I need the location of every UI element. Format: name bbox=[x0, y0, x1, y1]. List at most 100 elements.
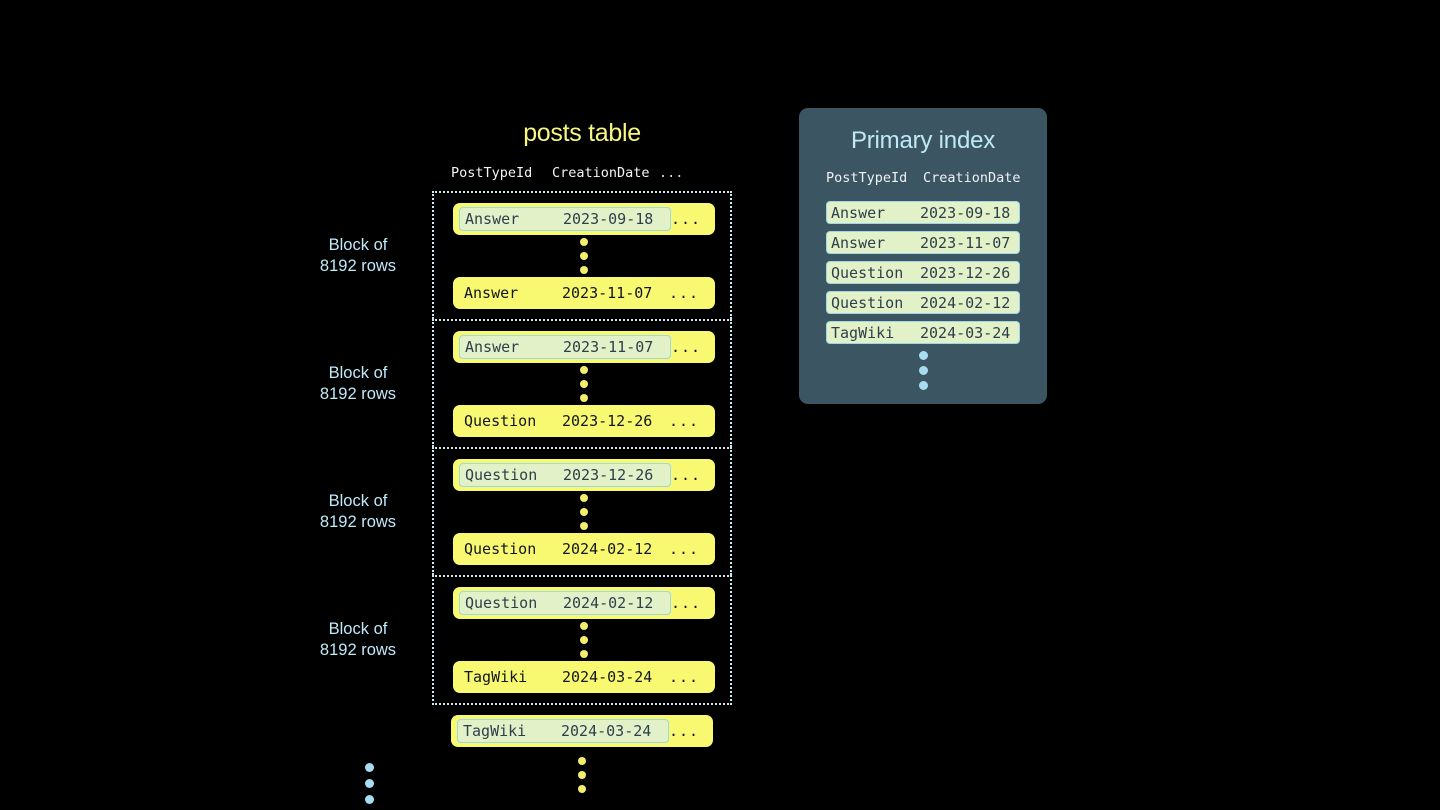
trailing-area: TagWiki 2024-03-24 ... bbox=[365, 715, 732, 804]
ellipsis-dot-icon bbox=[578, 757, 586, 765]
cell-post-type-id: Question bbox=[465, 594, 538, 612]
block-3-label: Block of 8192 rows bbox=[319, 492, 397, 531]
block-3: Block of 8192 rows Question 2023-12-26 .… bbox=[320, 447, 732, 575]
cell-creation-date: 2024-03-24 bbox=[561, 722, 652, 740]
table-row: Answer 2023-09-18 ... bbox=[453, 203, 715, 235]
cell-post-type-id: TagWiki bbox=[464, 668, 528, 686]
cell-post-type-id: Answer bbox=[464, 284, 519, 302]
table-row: Question 2023-12-26 ... bbox=[453, 405, 715, 437]
column-header-creation-date: CreationDate bbox=[552, 165, 650, 181]
cell-more: ... bbox=[669, 540, 700, 558]
ellipsis-dot-icon bbox=[580, 238, 588, 246]
cell-creation-date: 2023-09-18 bbox=[920, 203, 1011, 222]
cell-more: ... bbox=[669, 284, 700, 302]
table-row: Question 2024-02-12 ... bbox=[453, 533, 715, 565]
table-row: Answer 2023-11-07 ... bbox=[453, 277, 715, 309]
row-ellipsis bbox=[451, 747, 713, 803]
ellipsis-dot-icon bbox=[580, 366, 588, 374]
cell-creation-date: 2024-03-24 bbox=[562, 668, 653, 686]
index-continues-ellipsis bbox=[799, 351, 1047, 390]
cell-more: ... bbox=[669, 412, 700, 430]
cell-creation-date: 2023-09-18 bbox=[563, 210, 654, 228]
table-row: Question 2023-12-26 ... bbox=[453, 459, 715, 491]
row-ellipsis bbox=[453, 235, 715, 277]
column-header-post-type-id: PostTypeId bbox=[451, 165, 533, 181]
index-column-header-creation-date: CreationDate bbox=[923, 170, 1021, 186]
cell-more: ... bbox=[671, 210, 702, 228]
ellipsis-dot-icon bbox=[365, 763, 374, 772]
primary-index-title: Primary index bbox=[850, 127, 996, 154]
index-row: Question 2024-02-12 bbox=[826, 291, 1020, 314]
cell-post-type-id: TagWiki bbox=[831, 323, 895, 342]
ellipsis-dot-icon bbox=[580, 636, 588, 644]
ellipsis-dot-icon bbox=[918, 381, 928, 390]
cell-more: ... bbox=[669, 668, 700, 686]
cell-creation-date: 2024-02-12 bbox=[563, 594, 654, 612]
ellipsis-dot-icon bbox=[580, 252, 588, 260]
ellipsis-dot-icon bbox=[918, 351, 928, 360]
ellipsis-dot-icon bbox=[918, 366, 928, 375]
cell-post-type-id: Question bbox=[831, 263, 904, 282]
row-ellipsis bbox=[453, 619, 715, 661]
cell-post-type-id: TagWiki bbox=[463, 722, 527, 740]
cell-creation-date: 2024-02-12 bbox=[920, 293, 1011, 312]
cell-creation-date: 2023-12-26 bbox=[920, 263, 1011, 282]
cell-creation-date: 2023-12-26 bbox=[563, 466, 654, 484]
block-4: Block of 8192 rows Question 2024-02-12 .… bbox=[320, 575, 732, 705]
cell-post-type-id: Answer bbox=[831, 233, 886, 252]
cell-post-type-id: Question bbox=[464, 412, 537, 430]
table-row: Answer 2023-11-07 ... bbox=[453, 331, 715, 363]
cell-post-type-id: Question bbox=[831, 293, 904, 312]
table-row: TagWiki 2024-03-24 ... bbox=[451, 715, 713, 747]
ellipsis-dot-icon bbox=[365, 795, 374, 804]
ellipsis-dot-icon bbox=[580, 380, 588, 388]
ellipsis-dot-icon bbox=[580, 650, 588, 658]
block-4-label: Block of 8192 rows bbox=[319, 620, 397, 659]
blocks-stack: Block of 8192 rows Answer 2023-09-18 ...… bbox=[320, 191, 732, 705]
posts-table-group: posts table PostTypeId CreationDate ... … bbox=[320, 118, 732, 804]
block-2: Block of 8192 rows Answer 2023-11-07 ...… bbox=[320, 319, 732, 447]
cell-post-type-id: Answer bbox=[465, 210, 520, 228]
cell-more: ... bbox=[671, 338, 702, 356]
table-row: Question 2024-02-12 ... bbox=[453, 587, 715, 619]
ellipsis-dot-icon bbox=[580, 622, 588, 630]
index-column-header-post-type-id: PostTypeId bbox=[826, 170, 908, 186]
index-row: TagWiki 2024-03-24 bbox=[826, 321, 1020, 344]
table-row: TagWiki 2024-03-24 ... bbox=[453, 661, 715, 693]
block-1: Block of 8192 rows Answer 2023-09-18 ...… bbox=[320, 191, 732, 319]
cell-more: ... bbox=[671, 594, 702, 612]
cell-post-type-id: Question bbox=[465, 466, 538, 484]
cell-creation-date: 2023-11-07 bbox=[920, 233, 1011, 252]
posts-table-title: posts table bbox=[523, 119, 641, 147]
ellipsis-dot-icon bbox=[578, 771, 586, 779]
ellipsis-dot-icon bbox=[580, 494, 588, 502]
ellipsis-dot-icon bbox=[365, 779, 374, 788]
block-1-label: Block of 8192 rows bbox=[319, 236, 397, 275]
column-header-more: ... bbox=[659, 165, 684, 181]
cell-post-type-id: Answer bbox=[831, 203, 886, 222]
cell-more: ... bbox=[669, 722, 700, 740]
ellipsis-dot-icon bbox=[580, 266, 588, 274]
ellipsis-dot-icon bbox=[580, 508, 588, 516]
primary-index-panel: Primary index PostTypeId CreationDate An… bbox=[799, 108, 1047, 404]
cell-more: ... bbox=[671, 466, 702, 484]
block-2-label: Block of 8192 rows bbox=[319, 364, 397, 403]
cell-creation-date: 2023-12-26 bbox=[562, 412, 653, 430]
ellipsis-dot-icon bbox=[580, 522, 588, 530]
cell-creation-date: 2023-11-07 bbox=[562, 284, 653, 302]
cell-post-type-id: Answer bbox=[465, 338, 520, 356]
index-row: Answer 2023-09-18 bbox=[826, 201, 1020, 224]
posts-table-column-headers: PostTypeId CreationDate ... bbox=[432, 165, 732, 185]
ellipsis-dot-icon bbox=[580, 394, 588, 402]
table-continues-ellipsis bbox=[365, 763, 374, 804]
cell-creation-date: 2024-02-12 bbox=[562, 540, 653, 558]
cell-post-type-id: Question bbox=[464, 540, 537, 558]
index-row: Question 2023-12-26 bbox=[826, 261, 1020, 284]
cell-creation-date: 2024-03-24 bbox=[920, 323, 1011, 342]
cell-creation-date: 2023-11-07 bbox=[563, 338, 654, 356]
index-row: Answer 2023-11-07 bbox=[826, 231, 1020, 254]
row-ellipsis bbox=[453, 491, 715, 533]
ellipsis-dot-icon bbox=[578, 785, 586, 793]
primary-index-column-headers: PostTypeId CreationDate bbox=[799, 170, 1047, 190]
row-ellipsis bbox=[453, 363, 715, 405]
